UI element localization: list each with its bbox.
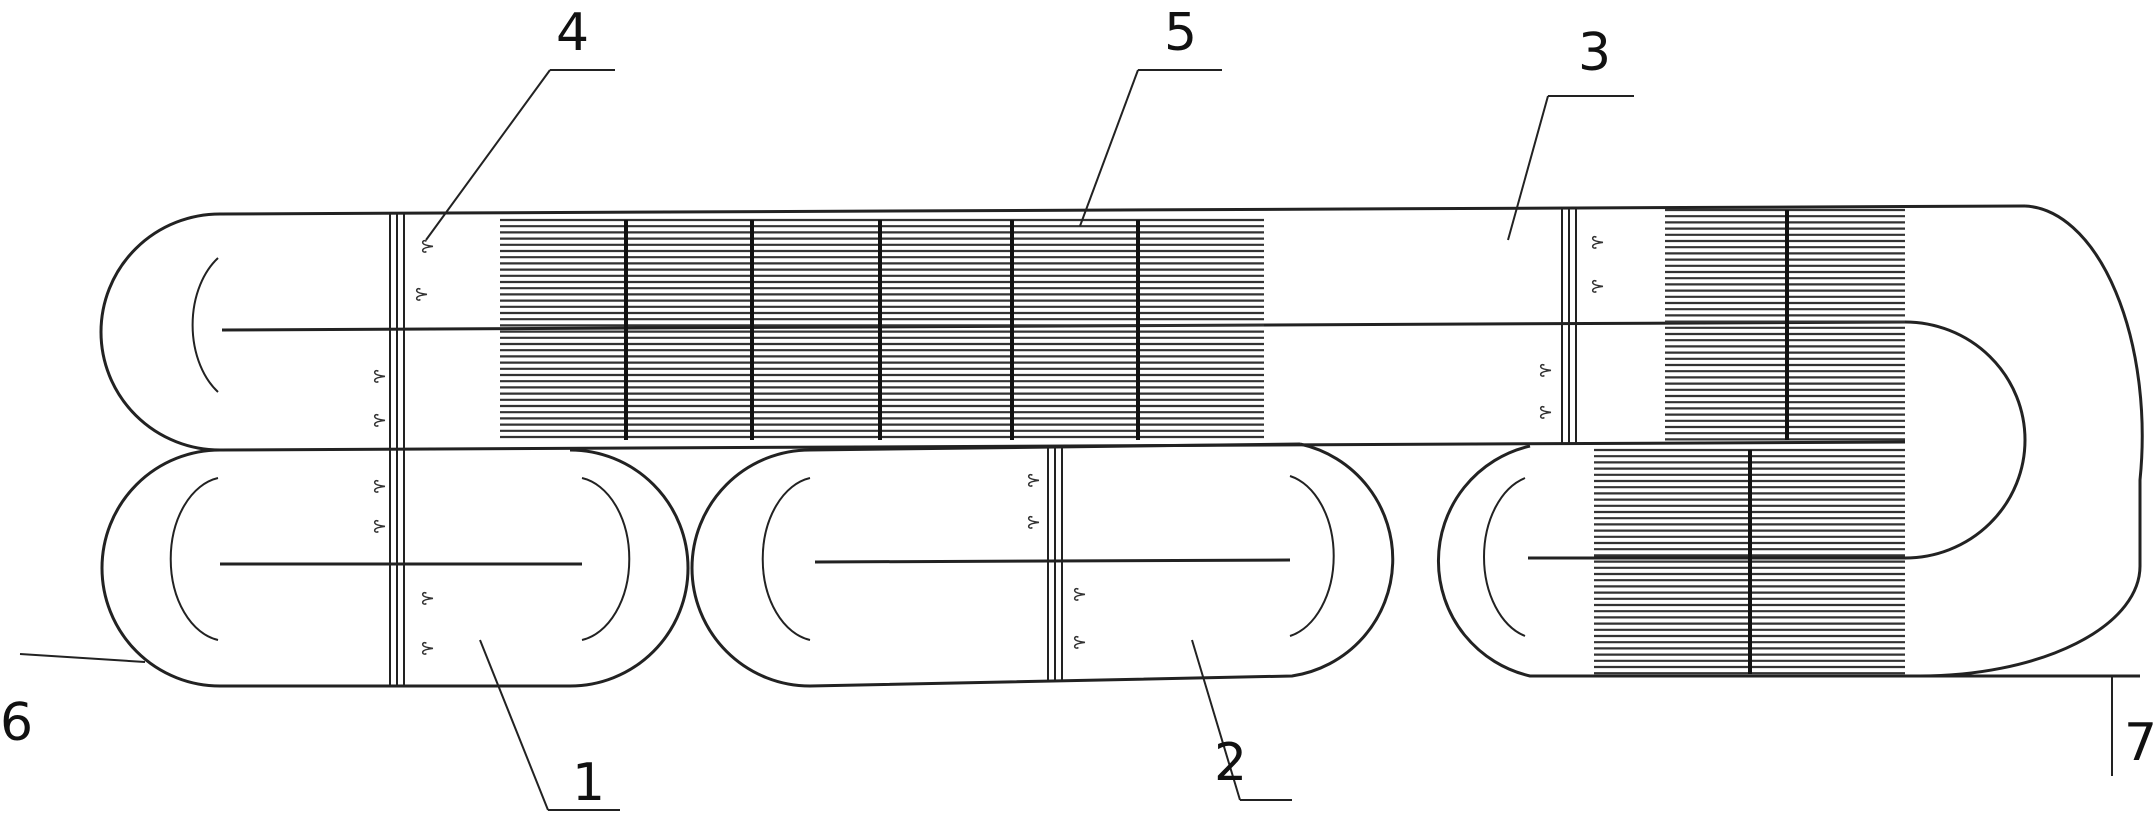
work-zone-upper-left <box>500 218 1264 440</box>
callout-7: 7 <box>2124 713 2154 773</box>
lower-loop-2-right-arc <box>1289 475 1335 637</box>
lower-loop-2 <box>690 442 1395 688</box>
svg-text:⊱: ⊱ <box>372 476 387 497</box>
svg-text:⊱: ⊱ <box>1072 584 1087 605</box>
svg-text:⊱: ⊱ <box>414 284 429 305</box>
svg-text:⊱: ⊱ <box>372 516 387 537</box>
svg-text:⊱: ⊱ <box>1026 470 1041 491</box>
callout-2: 2 <box>1214 733 1247 793</box>
svg-text:⊱: ⊱ <box>372 410 387 431</box>
callout-6: 6 <box>0 693 33 753</box>
upper-loop-left-arc <box>191 257 219 393</box>
svg-text:⊱: ⊱ <box>1590 232 1605 253</box>
lower-loop-1-outline <box>100 448 690 688</box>
inner-hairpin <box>1904 320 2027 560</box>
svg-text:⊱: ⊱ <box>1538 360 1553 381</box>
work-zone-lower-right <box>1594 448 1905 675</box>
lower-loop-2-center-line <box>814 558 1291 564</box>
leader-lines <box>19 69 2113 811</box>
lower-loop-3-left-arc <box>1483 477 1526 637</box>
upper-loop-right-hairpin <box>1919 204 2144 678</box>
transfer-station-left <box>389 214 405 686</box>
lower-loop-1-right-arc <box>581 477 631 641</box>
callout-1: 1 <box>572 753 605 813</box>
upper-loop-left-end <box>99 212 221 452</box>
lower-loop-1-left-arc <box>169 477 219 641</box>
svg-text:⊱: ⊱ <box>1538 402 1553 423</box>
svg-text:⊱: ⊱ <box>1026 512 1041 533</box>
transfer-station-right <box>1561 208 1577 444</box>
lower-loop-2-outline <box>690 442 1395 688</box>
pallet-glyphs: ⊱ ⊱ ⊱ ⊱ ⊱ ⊱ ⊱ ⊱ ⊱ ⊱ ⊱ ⊱ ⊱ ⊱ ⊱ ⊱ <box>372 232 1605 659</box>
transfer-station-middle <box>1047 446 1063 682</box>
svg-text:⊱: ⊱ <box>372 366 387 387</box>
svg-text:⊱: ⊱ <box>420 588 435 609</box>
svg-text:⊱: ⊱ <box>1072 632 1087 653</box>
callout-5: 5 <box>1164 3 1197 63</box>
lower-loop-3-outline <box>1436 444 1920 678</box>
callout-3: 3 <box>1578 23 1611 83</box>
lower-loop-1 <box>100 448 690 688</box>
lower-loop-2-left-arc <box>761 477 811 641</box>
upper-loop-top-edge <box>219 204 2026 216</box>
svg-text:⊱: ⊱ <box>420 638 435 659</box>
lower-loop-3 <box>1436 320 2027 678</box>
callout-4: 4 <box>556 3 589 63</box>
work-zone-upper-right <box>1665 208 1905 441</box>
svg-text:⊱: ⊱ <box>1590 276 1605 297</box>
svg-text:⊱: ⊱ <box>420 236 435 257</box>
